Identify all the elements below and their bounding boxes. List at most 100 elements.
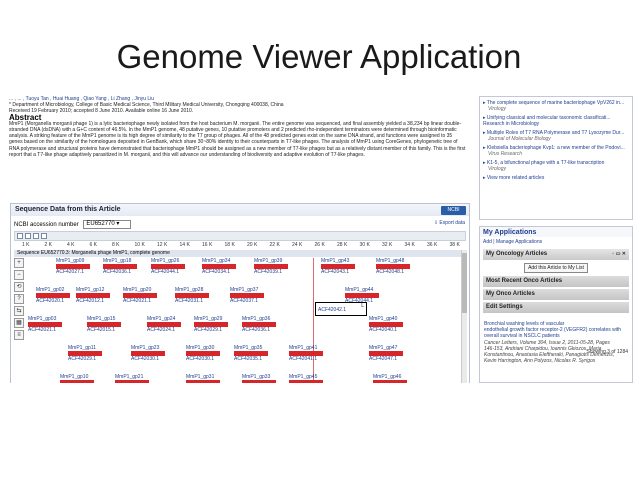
affiliation: * Department of Microbiology, College of… (9, 102, 284, 109)
onco-article-title[interactable]: Bronchial washing levels of vascular (484, 321, 565, 327)
accession-select[interactable]: EU652770 ▾ (83, 220, 132, 229)
viewer-tool-icon[interactable]: + (14, 258, 24, 268)
panel-controls-icon[interactable]: ▫ ▭ ✕ (612, 251, 626, 257)
add-manage-link[interactable]: Add | Manage Applications (483, 239, 543, 245)
my-onco-tab[interactable]: My Onco Articles (483, 289, 629, 300)
gene-name: MmP1_gp48 (376, 258, 405, 264)
selected-gene-box[interactable]: ACF42042.1 L (315, 302, 367, 316)
protein-id: ACF42040.1 (369, 327, 398, 333)
protein-id: ACF42020.1 (36, 298, 65, 304)
first-page-icon[interactable] (17, 233, 23, 239)
right-column: ▸ The complete sequence of marine bacter… (479, 96, 634, 383)
gene-bar (56, 264, 90, 269)
gene-feature[interactable]: MmP1_gp31ACF42031.1 (186, 374, 220, 383)
gene-name: MmP1_gp11 (68, 345, 96, 351)
protein-id: ACF42047.1 (369, 356, 398, 362)
ncbi-button[interactable]: NCBI (441, 206, 466, 215)
prev-page-icon[interactable] (25, 233, 31, 239)
scrollbar-thumb[interactable] (462, 253, 467, 313)
viewer-tool-icon[interactable]: ⟲ (14, 282, 24, 292)
protein-id: ACF42030.1 (186, 356, 215, 362)
gene-feature[interactable]: MmP1_gp45ACF42040.1 (289, 374, 323, 383)
related-article-item[interactable]: ▸ The complete sequence of marine bacter… (483, 100, 629, 112)
next-page-icon[interactable] (33, 233, 39, 239)
gene-name: MmP1_gp21 (115, 374, 144, 380)
add-to-list-button[interactable]: Add this Article to My List (524, 263, 588, 273)
related-article-item[interactable]: ▸ K1-5, a bifunctional phage with a T7-l… (483, 160, 629, 172)
position-marker (313, 258, 314, 383)
most-recent-onco-tab[interactable]: Most Recent Onco Articles (483, 276, 629, 287)
onco-article-title[interactable]: overall survival in NSCLC patients (484, 333, 560, 340)
gene-bar (376, 264, 410, 269)
viewer-tool-icon[interactable]: ? (14, 294, 24, 304)
viewer-tool-icon[interactable]: ▦ (14, 318, 24, 328)
gene-bar (123, 293, 157, 298)
abstract-line: analysis. A striking feature of the MmP1… (9, 133, 453, 140)
gene-feature[interactable]: MmP1_gp10ACF42028.1 (60, 374, 94, 383)
viewer-tool-icon[interactable]: ⇆ (14, 306, 24, 316)
related-article-item[interactable]: ▸ Klebsiella bacteriophage Kvp1: a new m… (483, 145, 629, 157)
showing-count: Showing 3 of 1284 (586, 349, 628, 355)
protein-id: ACF42041.1 (289, 356, 318, 362)
onco-article-citation: Konstantinou, Anastasia Eleftheraki, Pan… (484, 352, 615, 359)
export-data-link[interactable]: ⇩ Export data (434, 220, 465, 226)
protein-id: ACF42031.1 (175, 298, 204, 304)
protein-id: ACF42036.1 (242, 327, 271, 333)
protein-id: ACF42021.1 (123, 298, 152, 304)
gene-bar (345, 293, 379, 298)
viewer-tool-icon[interactable]: − (14, 270, 24, 280)
abstract-heading: Abstract (9, 112, 42, 122)
gene-bar (202, 264, 236, 269)
gene-name: MmP1_gp44 (345, 287, 374, 293)
gene-feature[interactable]: MmP1_gp21ACF42033.1 (115, 374, 149, 383)
view-more-related-link[interactable]: ▸ View more related articles (483, 175, 545, 181)
gene-feature[interactable]: MmP1_gp33ACF42033.1 (242, 374, 276, 383)
last-page-icon[interactable] (41, 233, 47, 239)
gene-bar (289, 351, 323, 356)
viewer-tool-icon[interactable]: ≡ (14, 330, 24, 340)
ruler-tick: 18 K (224, 242, 235, 248)
edit-settings-tab[interactable]: Edit Settings (483, 302, 629, 313)
related-article-title: ▸ The complete sequence of marine bacter… (483, 100, 625, 106)
received-dates: Received 19 February 2010; accepted 8 Ju… (9, 108, 194, 115)
related-article-item[interactable]: ▸ Unifying classical and molecular taxon… (483, 115, 629, 127)
related-article-journal: Virology (488, 166, 506, 172)
gene-name: MmP1_gp31 (186, 374, 215, 380)
gene-name: MmP1_gp15 (87, 316, 116, 322)
gene-feature[interactable]: MmP1_gp46ACF42046.1 (373, 374, 407, 383)
accession-value: EU652770 (86, 221, 115, 227)
ruler-tick: 28 K (337, 242, 348, 248)
viewer-scrollbar[interactable] (461, 250, 467, 383)
abstract-line: MmP1 (Morganella morganii phage 1) is a … (9, 120, 462, 127)
related-article-item[interactable]: ▸ Multiple Roles of T7 RNA Polymerase an… (483, 130, 629, 142)
gene-name: MmP1_gp23 (131, 345, 160, 351)
onco-article-title[interactable]: endothelial growth factor receptor-2 (VE… (484, 327, 622, 334)
